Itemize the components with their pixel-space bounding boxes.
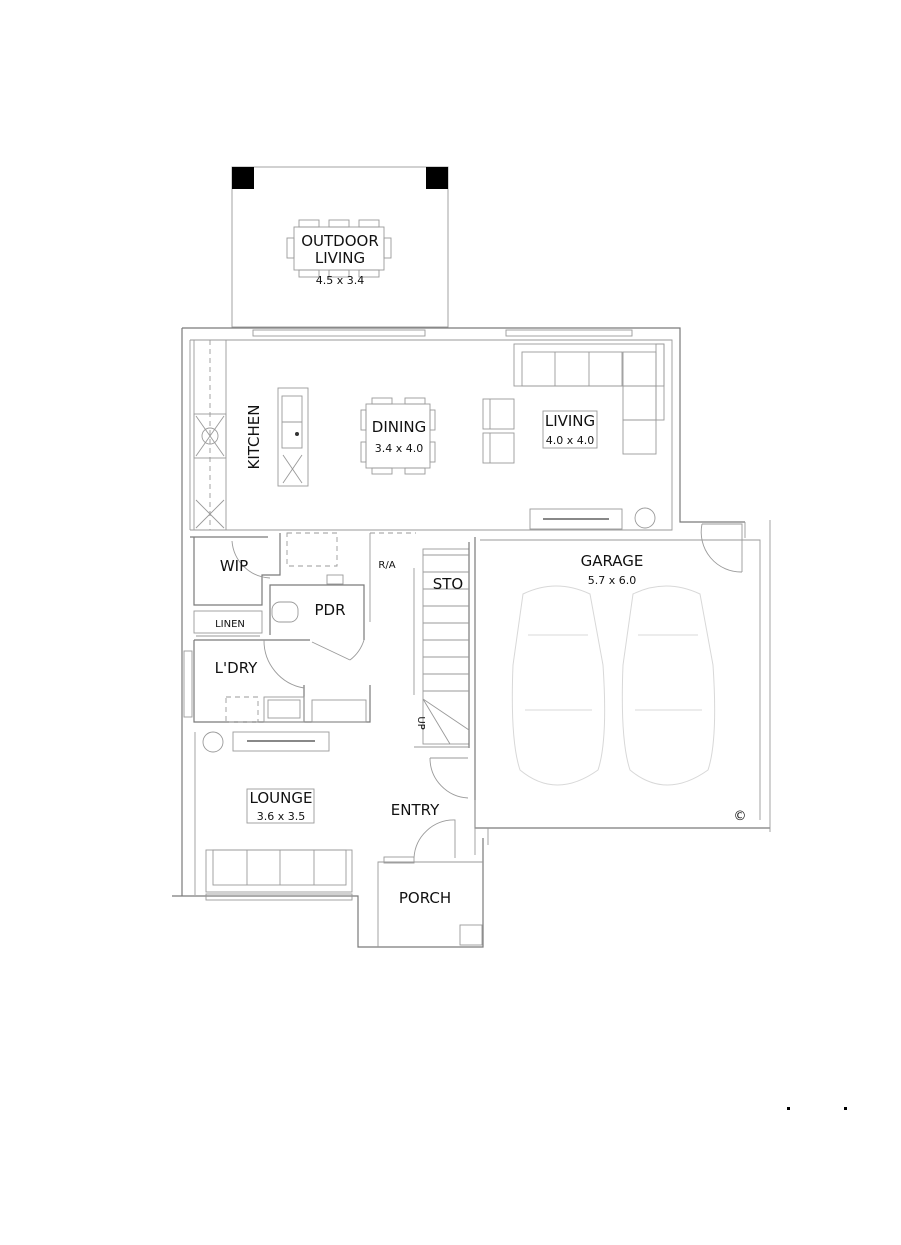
car-icon-left bbox=[511, 585, 606, 786]
stair-up-label: UP bbox=[415, 716, 426, 729]
plant-icon bbox=[634, 507, 656, 529]
pillar-left bbox=[232, 167, 254, 189]
outdoor-living-area bbox=[231, 166, 449, 328]
return-air-label: R/A bbox=[378, 560, 395, 571]
laundry-tub-icon bbox=[263, 696, 305, 723]
registration-mark bbox=[844, 1107, 847, 1110]
interior-walls bbox=[183, 532, 416, 723]
living-label: LIVING bbox=[545, 412, 595, 430]
living-dims: 4.0 x 4.0 bbox=[546, 434, 595, 447]
car-icon-right bbox=[621, 585, 716, 786]
entry-label: ENTRY bbox=[391, 801, 440, 819]
pillar-right bbox=[426, 167, 448, 189]
pdr-label: PDR bbox=[314, 601, 345, 619]
laundry-label: L'DRY bbox=[215, 659, 258, 677]
copyright-icon: © bbox=[734, 809, 747, 824]
lounge-label: LOUNGE bbox=[250, 789, 313, 807]
living-sofa-icon bbox=[513, 343, 665, 455]
dining-label: DINING bbox=[372, 418, 426, 436]
toilet-icon bbox=[271, 601, 299, 623]
window-laundry bbox=[183, 650, 193, 718]
dining-table-icon bbox=[360, 397, 436, 475]
tv-unit-lounge bbox=[232, 731, 330, 752]
lounge-dims: 3.6 x 3.5 bbox=[257, 810, 306, 823]
lounge-sofa-icon bbox=[205, 849, 353, 893]
plant-icon bbox=[202, 731, 224, 753]
sliding-door-living bbox=[505, 329, 633, 337]
sliding-door-dining bbox=[252, 329, 426, 337]
cooktop-icon bbox=[193, 413, 227, 459]
wip-label: WIP bbox=[220, 557, 248, 575]
kitchen-island bbox=[277, 387, 309, 487]
dining-dims: 3.4 x 4.0 bbox=[375, 442, 424, 455]
porch-label: PORCH bbox=[399, 889, 451, 907]
sto-label: STO bbox=[433, 575, 464, 593]
lounge-entry-porch bbox=[172, 731, 484, 948]
registration-mark bbox=[787, 1107, 790, 1110]
outdoor-living-label-2: LIVING bbox=[315, 249, 365, 267]
tv-unit-icon bbox=[529, 507, 656, 530]
linen-cupboard bbox=[193, 610, 263, 634]
window-lounge bbox=[205, 893, 353, 901]
staircase bbox=[413, 542, 470, 748]
armchairs-icon bbox=[482, 398, 515, 464]
exterior-walls bbox=[181, 327, 745, 896]
outdoor-living-dims: 4.5 x 3.4 bbox=[316, 274, 365, 287]
kitchen-label: KITCHEN bbox=[245, 405, 263, 470]
linen-label: LINEN bbox=[215, 619, 245, 630]
outdoor-living-label-1: OUTDOOR bbox=[301, 232, 379, 250]
outdoor-table-icon bbox=[286, 219, 392, 278]
garage-dims: 5.7 x 6.0 bbox=[588, 574, 637, 587]
kitchen-bench bbox=[193, 339, 227, 531]
garage-label: GARAGE bbox=[581, 552, 644, 570]
